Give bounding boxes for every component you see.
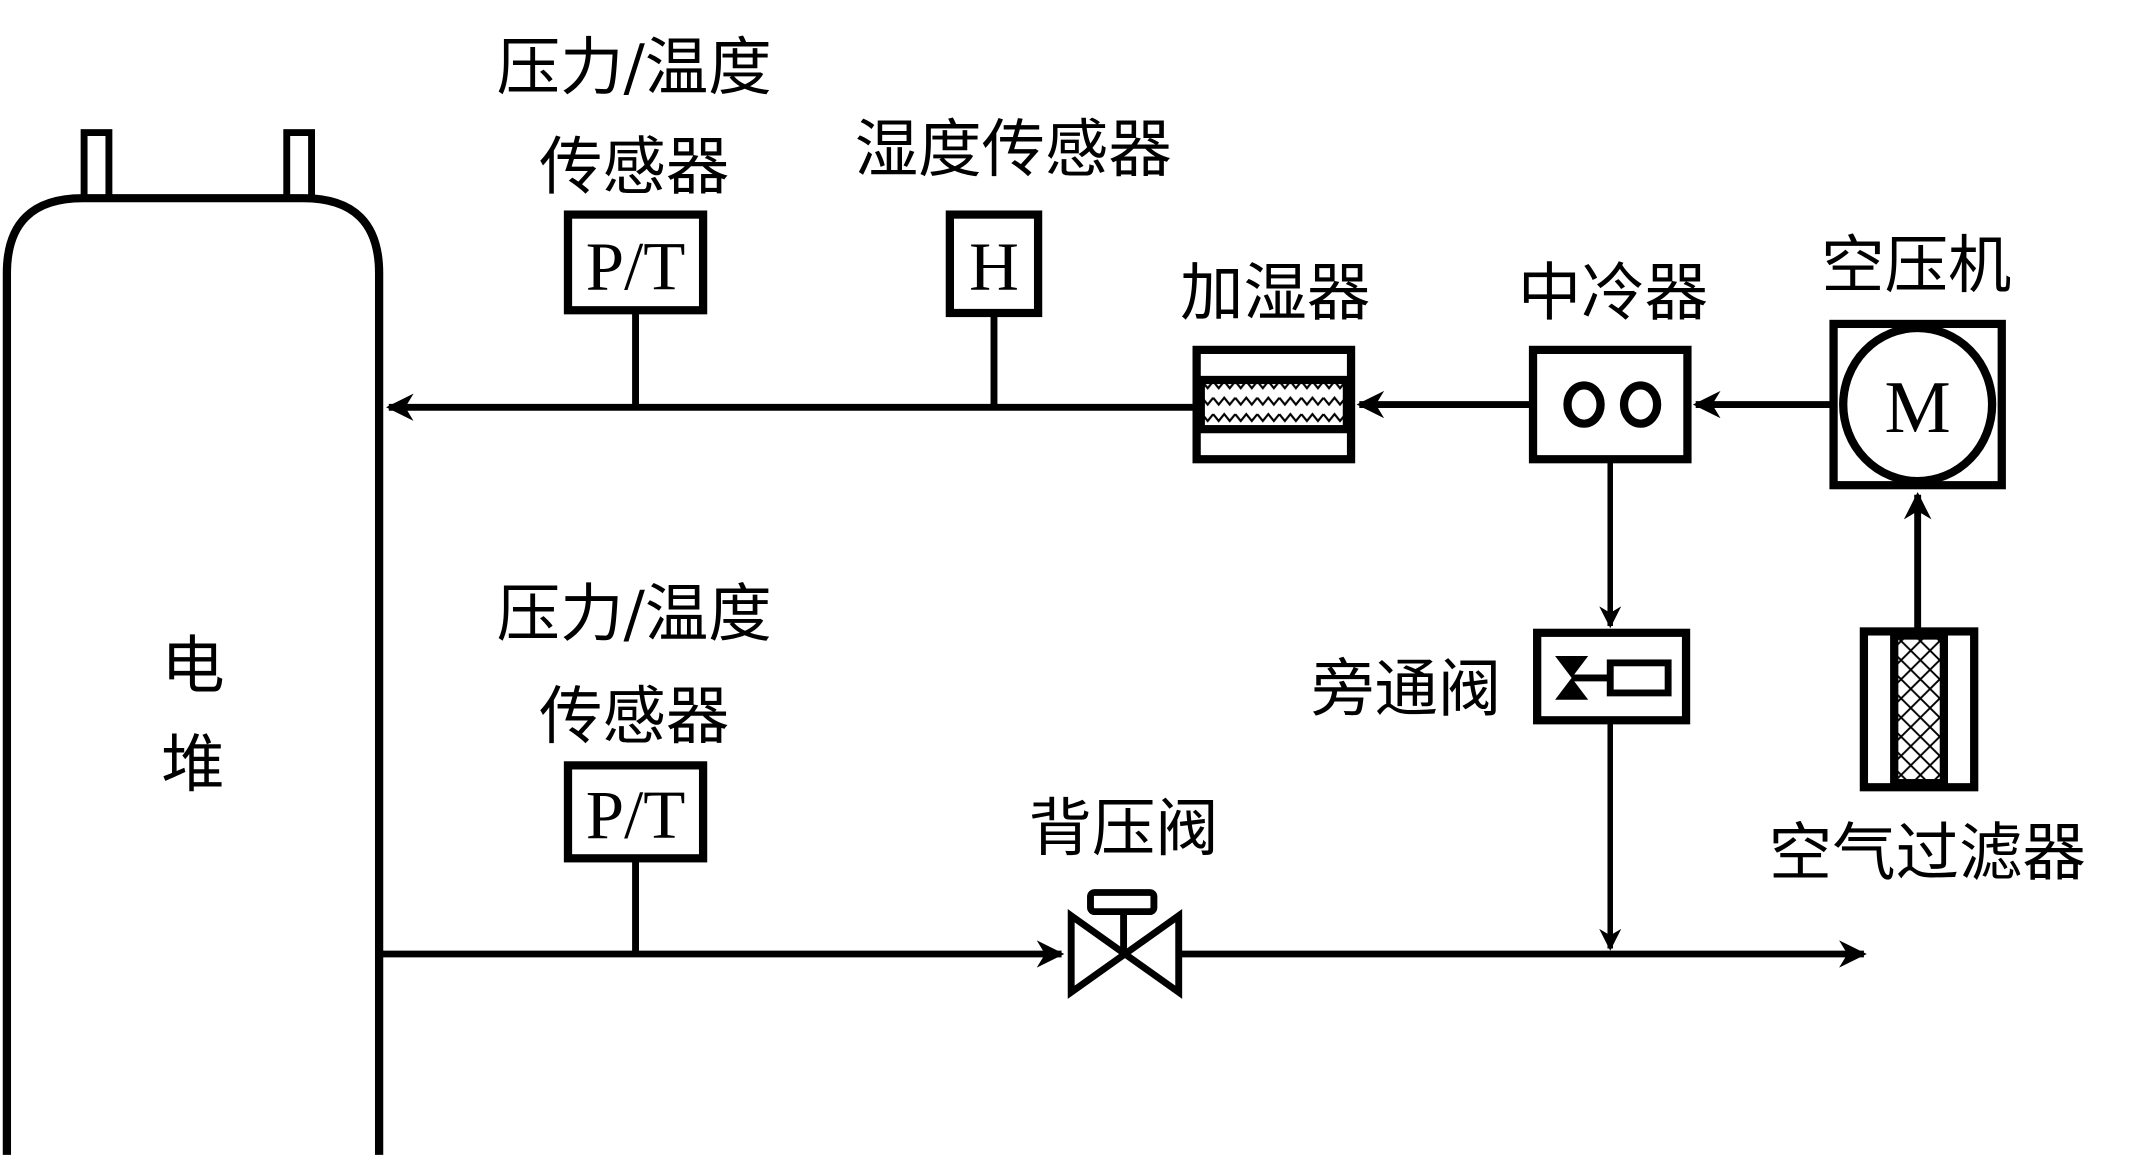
intercooler: 中冷器	[1518, 256, 1708, 464]
air-filter: 空气过滤器	[1769, 627, 2086, 890]
pt-inlet-label-1: 压力/温度	[497, 30, 772, 104]
pt-outlet-label-1: 压力/温度	[497, 577, 772, 651]
fuel-cell-stack: 电 堆	[2, 129, 384, 1155]
pt-inlet-symbol: P/T	[586, 229, 686, 305]
humidity-sensor-label: 湿度传感器	[855, 112, 1172, 186]
stack-label-1: 电	[161, 629, 224, 703]
bypass-valve-label: 旁通阀	[1311, 652, 1501, 726]
intercooler-label: 中冷器	[1518, 256, 1708, 330]
stack-terminal-left	[80, 129, 113, 202]
stack-terminal-right	[283, 129, 316, 202]
stack-body	[2, 194, 384, 1155]
humidity-sensor: 湿度传感器 H	[855, 112, 1172, 408]
bypass-valve: 旁通阀	[1311, 628, 1691, 726]
pt-sensor-outlet: 压力/温度 传感器 P/T	[497, 577, 772, 954]
humidifier-label: 加湿器	[1180, 256, 1370, 330]
back-pressure-valve: 背压阀	[1028, 791, 1219, 999]
air-filter-label: 空气过滤器	[1769, 816, 2086, 890]
air-compressor: 空压机 M	[1821, 228, 2011, 490]
humidity-symbol: H	[969, 229, 1019, 305]
pt-sensor-inlet: 压力/温度 传感器 P/T	[497, 30, 772, 408]
back-pressure-valve-label: 背压阀	[1028, 791, 1218, 865]
compressor-label: 空压机	[1821, 228, 2011, 302]
pt-inlet-label-2: 传感器	[539, 130, 729, 204]
pt-outlet-symbol: P/T	[586, 777, 686, 853]
humidifier: 加湿器	[1180, 256, 1370, 464]
stack-label-2: 堆	[161, 727, 224, 801]
motor-symbol: M	[1885, 367, 1951, 449]
pt-outlet-label-2: 传感器	[539, 679, 729, 753]
